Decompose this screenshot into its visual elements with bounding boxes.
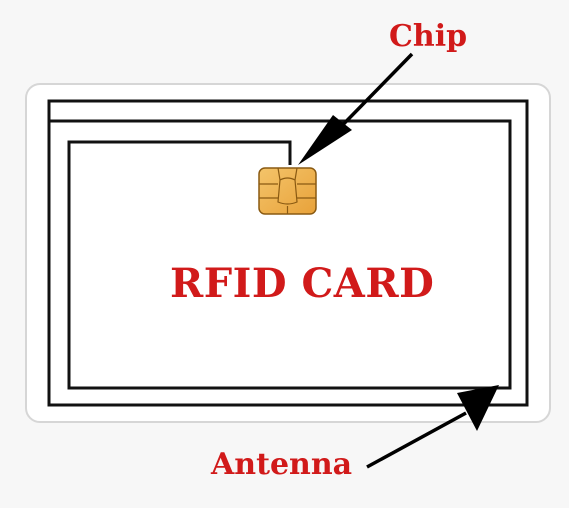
- antenna-label: Antenna: [211, 447, 353, 482]
- card-title: RFID CARD: [170, 260, 435, 307]
- antenna-arrow: [366, 385, 499, 469]
- card-body: [25, 83, 551, 423]
- chip-contact-pad: [258, 167, 317, 215]
- chip-arrow: [298, 52, 414, 165]
- chip-label: Chip: [389, 19, 468, 54]
- antenna-coil: [47, 99, 529, 407]
